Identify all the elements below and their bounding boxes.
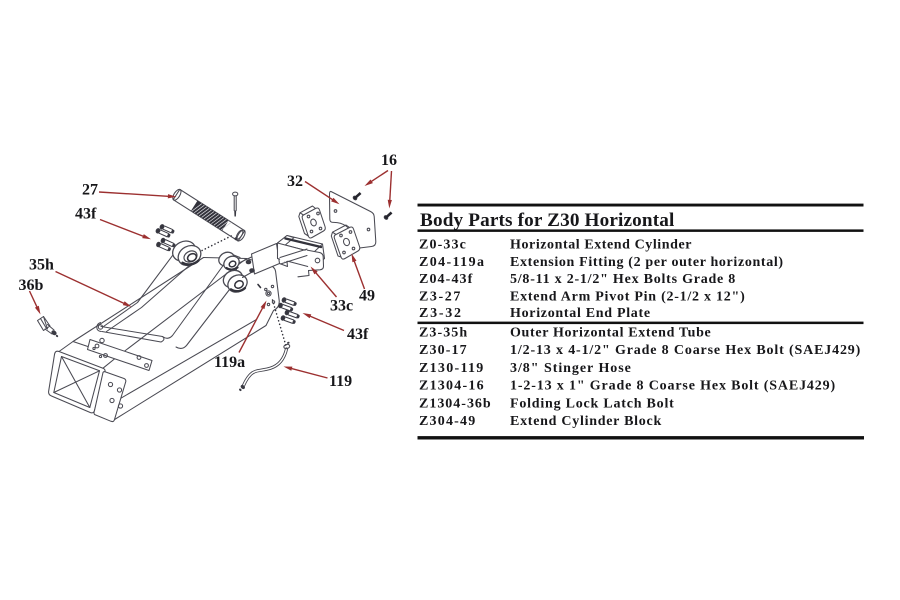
svg-text:Horizontal Extend Cylinder: Horizontal Extend Cylinder	[510, 238, 692, 253]
svg-text:5/8-11 x 2-1/2" Hex Bolts Grad: 5/8-11 x 2-1/2" Hex Bolts Grade 8	[510, 272, 736, 287]
svg-text:Z04-119a: Z04-119a	[419, 255, 485, 270]
svg-text:Extend Cylinder Block: Extend Cylinder Block	[510, 414, 662, 429]
svg-text:43f: 43f	[347, 326, 369, 343]
svg-text:Z3-35h: Z3-35h	[419, 326, 468, 341]
svg-text:3/8" Stinger Hose: 3/8" Stinger Hose	[510, 361, 632, 376]
svg-text:Z304-49: Z304-49	[419, 414, 476, 429]
svg-text:Extension Fitting (2 per outer: Extension Fitting (2 per outer horizonta…	[510, 255, 784, 270]
svg-text:Extend Arm Pivot Pin (2-1/2 x: Extend Arm Pivot Pin (2-1/2 x 12")	[510, 289, 745, 304]
svg-text:Body Parts for Z30 Horizontal: Body Parts for Z30 Horizontal	[420, 210, 674, 231]
svg-text:27: 27	[82, 182, 98, 199]
svg-text:Z1304-36b: Z1304-36b	[419, 396, 492, 411]
svg-text:43f: 43f	[75, 206, 97, 223]
svg-text:119a: 119a	[214, 354, 245, 371]
svg-text:Folding Lock Latch Bolt: Folding Lock Latch Bolt	[510, 396, 675, 411]
svg-text:Z3-27: Z3-27	[419, 289, 462, 304]
svg-text:35h: 35h	[29, 256, 54, 273]
svg-text:Z30-17: Z30-17	[419, 343, 468, 358]
svg-text:Z0-33c: Z0-33c	[419, 238, 467, 253]
svg-text:Z3-32: Z3-32	[419, 306, 463, 321]
svg-text:36b: 36b	[19, 277, 44, 294]
svg-text:Z1304-16: Z1304-16	[419, 379, 485, 394]
svg-text:Z130-119: Z130-119	[419, 361, 485, 376]
svg-text:119: 119	[329, 373, 352, 390]
svg-text:1/2-13 x 4-1/2" Grade 8 Coarse: 1/2-13 x 4-1/2" Grade 8 Coarse Hex Bolt …	[510, 343, 861, 358]
svg-text:33c: 33c	[330, 298, 353, 315]
svg-text:Outer Horizontal Extend Tube: Outer Horizontal Extend Tube	[510, 326, 711, 341]
svg-text:16: 16	[381, 152, 397, 169]
svg-text:1-2-13 x 1" Grade 8 Coarse Hex: 1-2-13 x 1" Grade 8 Coarse Hex Bolt (SAE…	[510, 379, 836, 394]
svg-text:Z04-43f: Z04-43f	[419, 272, 473, 287]
svg-text:49: 49	[359, 288, 375, 305]
svg-text:Horizontal End Plate: Horizontal End Plate	[510, 306, 651, 321]
svg-text:32: 32	[287, 173, 303, 190]
